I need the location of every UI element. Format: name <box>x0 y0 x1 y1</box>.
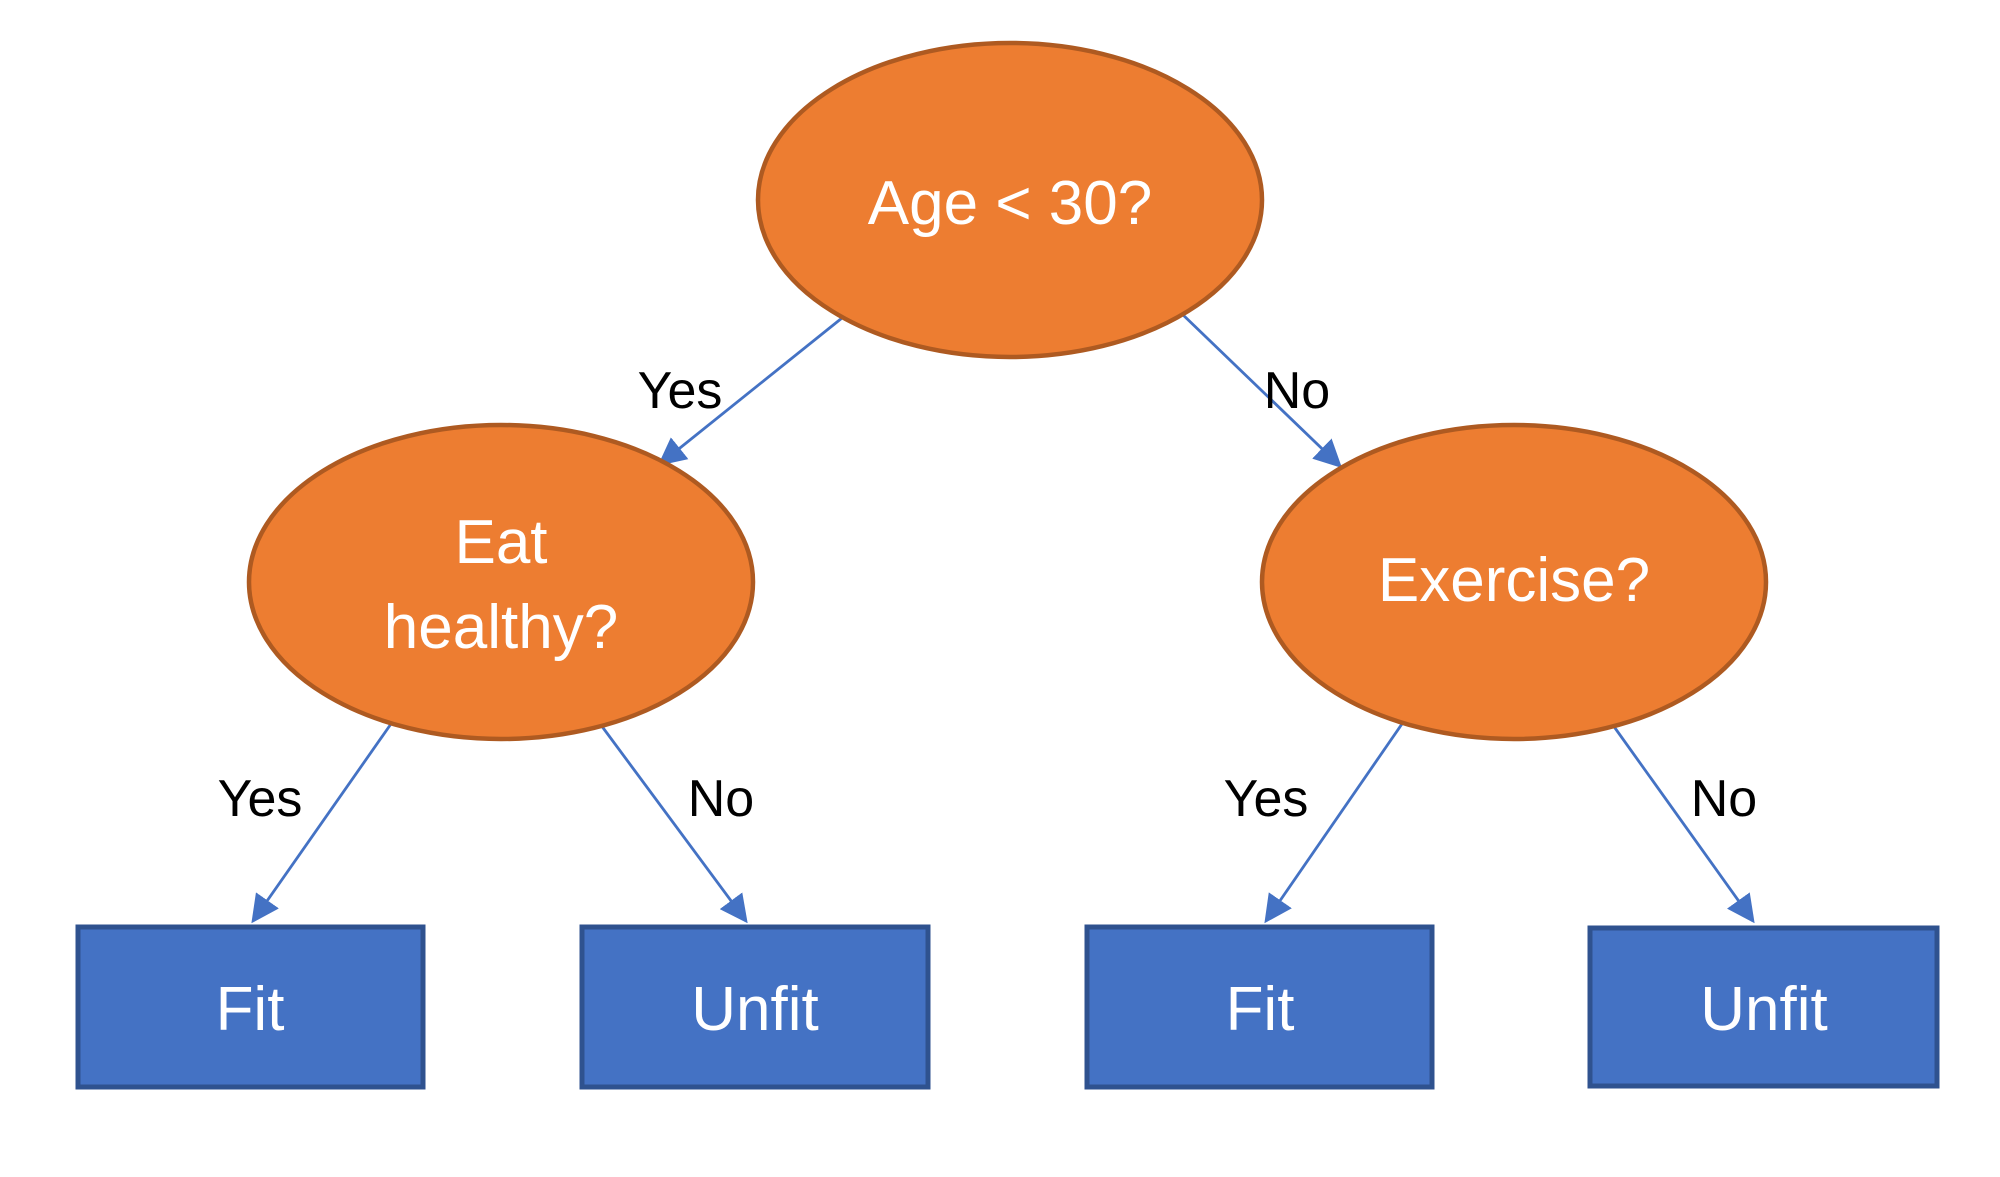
edge-label-root-no: No <box>1264 362 1330 420</box>
edge-label-exercise-yes: Yes <box>1224 770 1309 828</box>
decision-node-root-ellipse <box>755 40 1265 360</box>
decision-node-exercise-ellipse <box>1259 422 1769 742</box>
decision-node-eat-healthy-label-line1: Eat <box>454 508 547 577</box>
outcome-node-unfit-left-rect <box>579 924 931 1090</box>
outcome-node-fit-right: Fit <box>1084 924 1435 1090</box>
outcome-node-fit-right-label: Fit <box>1226 975 1295 1044</box>
edge-exercise-yes-arrow <box>1264 720 1406 924</box>
decision-node-eat-healthy: Eat healthy? <box>246 422 756 742</box>
decision-node-exercise: Exercise? <box>1259 422 1769 742</box>
outcome-node-fit-left-label: Fit <box>216 975 285 1044</box>
edge-eat-yes-arrow <box>251 720 395 924</box>
outcome-node-unfit-left: Unfit <box>579 924 931 1090</box>
outcome-node-fit-left-rect <box>75 924 426 1090</box>
edge-label-eat-yes: Yes <box>218 770 303 828</box>
outcome-node-unfit-left-label: Unfit <box>691 975 818 1044</box>
outcome-node-unfit-right: Unfit <box>1587 925 1940 1089</box>
edge-root-yes-arrow <box>657 316 843 466</box>
edges-group <box>251 310 1755 924</box>
edge-exercise-no-arrow <box>1608 720 1755 924</box>
edge-eat-no-arrow <box>596 720 748 924</box>
decision-node-eat-healthy-ellipse <box>246 422 756 742</box>
edge-root-no-arrow <box>1179 310 1343 468</box>
outcome-node-unfit-right-rect <box>1587 925 1940 1089</box>
outcome-node-unfit-right-label: Unfit <box>1700 975 1827 1044</box>
decision-node-eat-healthy-label-line2: healthy? <box>384 593 618 662</box>
edge-label-eat-no: No <box>688 770 754 828</box>
decision-node-exercise-label: Exercise? <box>1378 546 1650 615</box>
edge-labels-group: Yes No Yes No Yes No <box>218 362 1758 828</box>
decision-node-root: Age < 30? <box>755 40 1265 360</box>
outcome-node-fit-left: Fit <box>75 924 426 1090</box>
edge-label-root-yes: Yes <box>638 362 723 420</box>
outcome-node-fit-right-rect <box>1084 924 1435 1090</box>
decision-node-root-label: Age < 30? <box>868 169 1152 238</box>
edge-label-exercise-no: No <box>1691 770 1757 828</box>
